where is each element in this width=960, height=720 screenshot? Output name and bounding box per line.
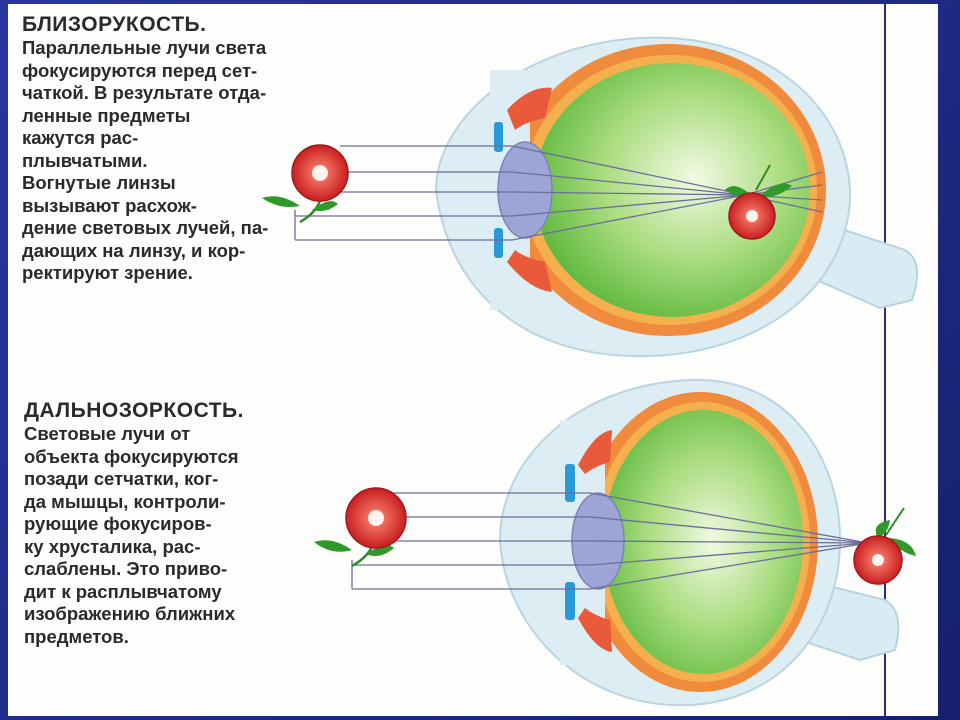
hyperopia-title: ДАЛЬНОЗОРКОСТЬ. [24, 399, 244, 422]
hyperopia-eye [498, 378, 900, 707]
rose-object-top [262, 144, 349, 224]
hyperopia-line: слаблены. Это приво- [24, 558, 228, 579]
iris-top [565, 464, 575, 502]
myopia-line: Вогнутые линзы [22, 172, 176, 193]
hyperopia-line: ку хрусталика, рас- [24, 535, 201, 557]
ciliary-muscle-bottom [507, 250, 552, 292]
vitreous-body [534, 63, 810, 317]
ray [511, 194, 746, 241]
ciliary-muscle-top [578, 430, 612, 474]
iris-bottom [565, 582, 575, 620]
rose-leaf [875, 520, 890, 538]
rose-image-top [725, 164, 792, 240]
iris-bottom [494, 228, 503, 258]
ray [589, 542, 869, 566]
rose-stem [755, 164, 771, 191]
rose-object-bottom [314, 487, 407, 568]
ray [511, 145, 746, 196]
ray [589, 540, 869, 544]
myopia-title: БЛИЗОРУКОСТЬ. [22, 13, 207, 36]
ray [589, 516, 869, 544]
myopia-line: ленные предметы [22, 104, 191, 126]
hyperopia-rays [351, 492, 869, 590]
ray [511, 171, 746, 196]
ray [511, 191, 746, 196]
myopia-eye [434, 36, 919, 358]
ray [589, 542, 869, 590]
rose-leaf [760, 183, 792, 197]
myopia-line: плывчатыми. [22, 149, 148, 171]
ray [744, 171, 823, 196]
rose-leaf [262, 196, 300, 207]
ray [511, 194, 746, 217]
myopia-line: кажутся рас- [22, 127, 139, 148]
hyperopia-line: изображению ближних [24, 603, 236, 624]
hyperopia-text-block: ДАЛЬНОЗОРКОСТЬ. Световые лучи от объекта… [24, 398, 244, 648]
hyperopia-line: позади сетчатки, ког- [24, 468, 219, 489]
rose-image-bottom [853, 507, 916, 585]
page-divider-line [884, 4, 886, 716]
ray [589, 492, 869, 544]
hyperopia-line: да мышцы, контроли- [24, 490, 226, 512]
hyperopia-line: дит к расплывчатому [24, 580, 222, 602]
hyperopia-line: рующие фокусиров- [24, 513, 212, 534]
rose-stem [885, 507, 905, 536]
hyperopia-line: предметов. [24, 625, 129, 647]
myopia-text-block: БЛИЗОРУКОСТЬ. Параллельные лучи света фо… [22, 12, 268, 285]
myopia-line: вызывают расхож- [22, 194, 197, 216]
rose-leaf [312, 201, 338, 212]
ciliary-muscle-bottom [578, 608, 612, 652]
myopia-line: фокусируются перед сет- [22, 59, 258, 81]
rose-leaf [314, 540, 352, 552]
myopia-line: Параллельные лучи света [22, 37, 267, 58]
iris-top [494, 122, 503, 152]
myopia-line: дающих на линзу, и кор- [22, 239, 246, 261]
lens [497, 141, 553, 239]
rose-leaf [890, 538, 916, 556]
myopia-line: дение световых лучей, па- [22, 217, 269, 238]
myopia-line: чаткой. В результате отда- [22, 82, 267, 103]
hyperopia-line: Световые лучи от [24, 423, 191, 444]
ciliary-muscle-top [507, 87, 552, 130]
hyperopia-line: объекта фокусируются [24, 445, 239, 467]
rose-leaf [366, 545, 394, 556]
myopia-line: ректируют зрение. [22, 262, 193, 283]
